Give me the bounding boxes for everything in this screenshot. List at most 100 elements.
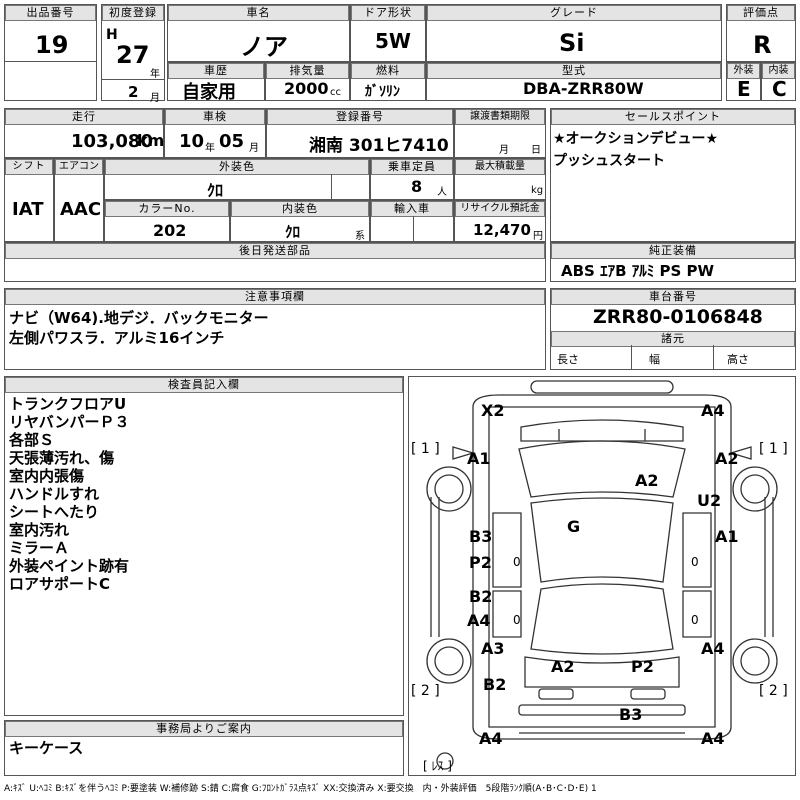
ext-color-label: 外装色 <box>105 159 369 175</box>
damage-mark: B3 <box>619 705 643 724</box>
ext-color-value: ｸﾛ <box>207 181 224 200</box>
damage-mark: G <box>567 517 581 536</box>
interior-score-value: C <box>772 77 787 101</box>
lot-number-label: 出品番号 <box>5 5 96 21</box>
history-value: 自家用 <box>182 82 236 103</box>
lot-number-box: 出品番号 19 <box>4 4 97 101</box>
damage-mark: A2 <box>715 449 739 468</box>
inspector-box: 検査員記入欄 トランクフロアU リヤバンパーＰ３ 各部Ｓ 天張薄汚れ、傷 室内内… <box>4 376 404 716</box>
spare-tire-tag: [ ﾚｽ ] <box>423 759 452 773</box>
lot-number-value: 19 <box>35 31 69 59</box>
transfer-month-unit: 月 <box>499 145 509 156</box>
inspector-line: ハンドルすれ <box>9 485 100 503</box>
zero-mark: 0 <box>513 555 521 569</box>
inspector-label: 検査員記入欄 <box>5 377 403 393</box>
transfer-label: 譲渡書類期限 <box>455 109 545 125</box>
length-label: 長さ <box>557 353 579 366</box>
damage-mark: B3 <box>469 527 493 546</box>
mileage-value: 103,080 <box>71 131 153 152</box>
mileage-unit: km <box>137 131 165 150</box>
notes-box: 注意事項欄 ナビ（W64).地デジ．バックモニター 左側パワスラ．アルミ16イン… <box>4 288 546 370</box>
mileage-label: 走行 <box>5 109 163 125</box>
damage-mark: A4 <box>701 639 725 658</box>
capacity-value: 8 <box>411 177 423 196</box>
shift-value: IAT <box>12 199 44 220</box>
model-value: DBA-ZRR80W <box>523 79 644 98</box>
first-registration-box: 初度登録 H 27 年 2 月 <box>101 4 165 104</box>
inspection-year: 10 <box>179 131 205 152</box>
car-diagram: X2 A4 A1 A2 A2 U2 G B3 A1 P2 B2 A4 A3 A4… <box>408 376 796 776</box>
inspector-line: 室内内張傷 <box>9 467 85 485</box>
inspection-month: 05 <box>219 131 245 152</box>
later-parts-box: 後日発送部品 <box>4 242 546 282</box>
aircon-label: エアコン <box>55 159 103 175</box>
import-label: 輸入車 <box>371 201 453 217</box>
ext-color-box: 外装色 ｸﾛ <box>104 158 370 200</box>
max-load-unit: kg <box>531 185 544 196</box>
displacement-box: 排気量 2000 cc <box>265 62 350 101</box>
sales-point-line: プッシュスタート <box>553 153 665 169</box>
mileage-box: 走行 103,080 km <box>4 108 164 158</box>
chassis-label: 車台番号 <box>551 289 795 305</box>
zero-mark: 0 <box>513 613 521 627</box>
inspector-line: 室内汚れ <box>9 521 70 539</box>
shift-box: シフト IAT <box>4 158 54 242</box>
inspector-line: トランクフロアU <box>9 395 127 413</box>
max-load-box: 最大積載量 kg <box>454 158 546 200</box>
score-box: 評価点 R <box>726 4 796 62</box>
plate-box: 登録番号 湘南 301ヒ7410 <box>266 108 454 158</box>
damage-mark: A4 <box>479 729 503 748</box>
int-color-box: 内装色 ｸﾛ 系 <box>230 200 370 242</box>
plate-label: 登録番号 <box>267 109 453 125</box>
recycle-value: 12,470 <box>473 221 531 239</box>
fuel-value: ｶﾞｿﾘﾝ <box>365 84 400 100</box>
office-value: キーケース <box>9 739 84 757</box>
equipment-label: 純正装備 <box>551 243 795 259</box>
later-parts-label: 後日発送部品 <box>5 243 545 259</box>
car-name-label: 車名 <box>168 5 349 21</box>
notes-label: 注意事項欄 <box>5 289 545 305</box>
exterior-score-value: E <box>737 77 751 101</box>
capacity-unit: 人 <box>437 187 447 198</box>
damage-mark: B2 <box>483 675 507 694</box>
inspector-line: 外装ペイント跡有 <box>9 557 130 575</box>
damage-mark: P2 <box>631 657 654 676</box>
grade-label: グレード <box>427 5 721 21</box>
history-label: 車歴 <box>168 63 264 79</box>
damage-mark: A4 <box>701 729 725 748</box>
inspection-year-unit: 年 <box>205 143 215 154</box>
recycle-label: リサイクル預託金 <box>455 201 545 217</box>
wheel-tag: [ 1 ] <box>759 441 788 457</box>
damage-mark: X2 <box>481 401 505 420</box>
recycle-unit: 円 <box>533 231 543 242</box>
zero-mark: 0 <box>691 613 699 627</box>
score-label: 評価点 <box>727 5 795 21</box>
exterior-score-label: 外装 <box>727 63 760 79</box>
first-registration-label: 初度登録 <box>102 5 164 21</box>
int-color-label: 内装色 <box>231 201 369 217</box>
fuel-label: 燃料 <box>351 63 425 79</box>
car-name-box: 車名 ノア <box>167 4 350 62</box>
int-color-value: ｸﾛ <box>285 223 301 241</box>
width-label: 幅 <box>649 353 660 366</box>
wheel-tag: [ 2 ] <box>411 683 440 699</box>
model-box: 型式 DBA-ZRR80W <box>426 62 722 101</box>
int-color-unit: 系 <box>355 231 365 242</box>
month-unit: 月 <box>150 93 160 104</box>
door-box: ドア形状 5W <box>350 4 426 62</box>
grade-value: Si <box>559 29 585 57</box>
max-load-label: 最大積載量 <box>455 159 545 175</box>
damage-mark: A2 <box>635 471 659 490</box>
damage-mark: P2 <box>469 553 492 572</box>
inspector-line: 天張薄汚れ、傷 <box>9 449 115 467</box>
aircon-box: エアコン AAC <box>54 158 104 242</box>
car-name-value: ノア <box>240 33 288 61</box>
equipment-box: 純正装備 ABS ｴｱB ｱﾙﾐ PS PW <box>550 242 796 282</box>
month-value: 2 <box>128 83 139 101</box>
capacity-box: 乗車定員 8 人 <box>370 158 454 200</box>
import-box: 輸入車 <box>370 200 454 242</box>
damage-mark: A1 <box>715 527 739 546</box>
legend-text: A:ｷｽﾞ U:ﾍｺﾐ B:ｷｽﾞを伴うﾍｺﾐ P:要塗装 W:補修跡 S:錆 … <box>4 784 597 794</box>
inspector-line: シートへたり <box>9 503 100 521</box>
damage-mark: A4 <box>467 611 491 630</box>
